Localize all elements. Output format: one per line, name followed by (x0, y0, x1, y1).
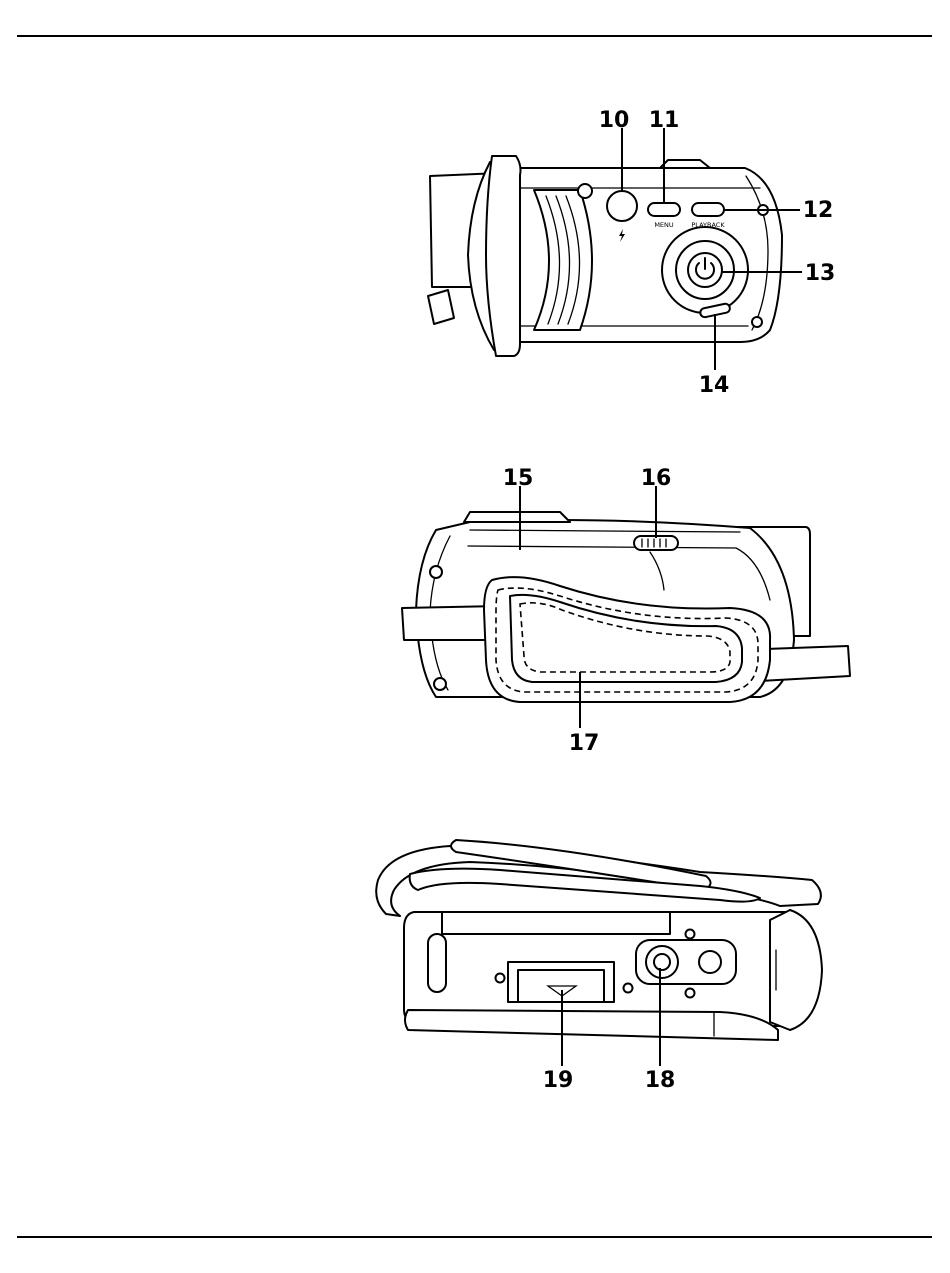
lens-ring (486, 156, 521, 356)
callout-12: 12 (803, 198, 834, 223)
callout-14: 14 (699, 373, 730, 398)
menu-button-label: MENU (654, 221, 674, 229)
callout-11: 11 (649, 108, 680, 133)
zoom-lever[interactable] (634, 536, 678, 550)
camera-grip-side-figure: 15 16 17 (0, 440, 950, 760)
menu-button[interactable] (648, 203, 680, 216)
callout-10: 10 (599, 108, 630, 133)
playback-button[interactable] (692, 203, 724, 216)
indicator-light (578, 184, 592, 198)
callout-16: 16 (641, 466, 672, 491)
callout-13: 13 (805, 261, 836, 286)
camera-bottom-view-figure: 19 18 (0, 820, 950, 1100)
callout-19: 19 (543, 1068, 574, 1093)
callout-17: 17 (569, 731, 600, 756)
camera-side-view-figure: MENU PLAYBACK 10 11 12 13 14 (0, 0, 950, 420)
bottom-rule (17, 1236, 932, 1238)
flash-button[interactable] (607, 191, 637, 221)
callout-18: 18 (645, 1068, 676, 1093)
callout-15: 15 (503, 466, 534, 491)
